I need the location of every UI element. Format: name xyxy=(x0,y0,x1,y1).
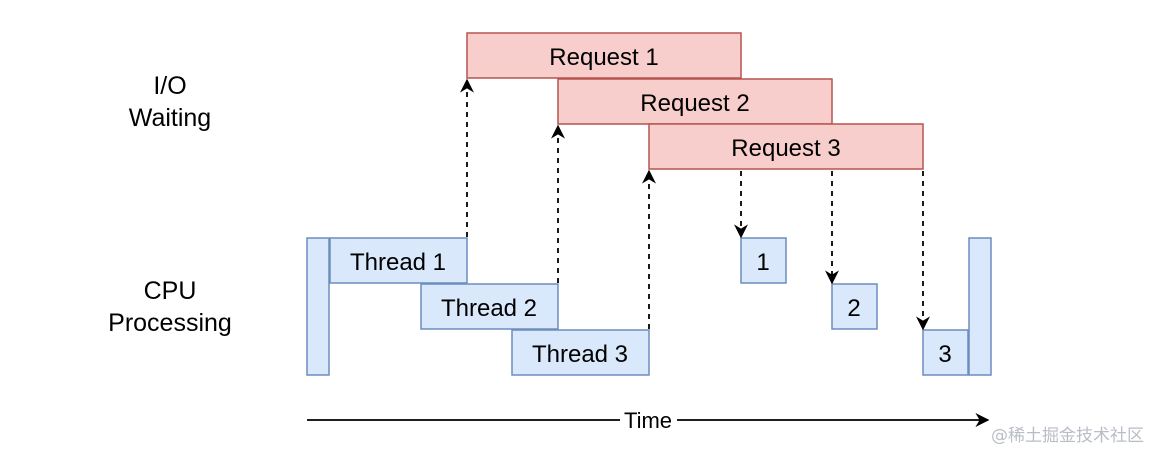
request-box-3: Request 3 xyxy=(648,123,924,170)
cpu-label-line2: Processing xyxy=(108,309,232,337)
callback-2-label: 2 xyxy=(847,295,860,322)
callback-1-label: 1 xyxy=(756,249,769,276)
io-label-line1: I/O xyxy=(153,72,187,100)
watermark: @稀土掘金技术社区 xyxy=(991,426,1144,446)
cpu-processing-label: CPU Processing xyxy=(85,275,255,339)
request-1-label: Request 1 xyxy=(549,44,658,71)
callback-3-label: 3 xyxy=(938,341,951,368)
thread-2-label: Thread 2 xyxy=(441,295,537,322)
thread-box-2: Thread 2 xyxy=(420,283,559,330)
thread-1-label: Thread 1 xyxy=(350,249,446,276)
request-box-2: Request 2 xyxy=(557,78,833,125)
thread-box-1: Thread 1 xyxy=(329,237,468,284)
request-3-label: Request 3 xyxy=(731,135,840,162)
request-2-label: Request 2 xyxy=(640,90,749,117)
io-label-line2: Waiting xyxy=(128,104,212,132)
callback-box-2: 2 xyxy=(831,283,878,330)
time-axis: Time xyxy=(307,408,990,433)
io-waiting-label: I/O Waiting xyxy=(100,70,240,134)
time-axis-label: Time xyxy=(624,408,672,433)
thread-3-label: Thread 3 xyxy=(532,341,628,368)
cpu-end-bar xyxy=(968,237,992,376)
callback-box-3: 3 xyxy=(922,329,969,376)
cpu-label-line1: CPU xyxy=(143,277,197,305)
thread-box-3: Thread 3 xyxy=(511,329,650,376)
callback-box-1: 1 xyxy=(740,237,787,284)
cpu-start-bar xyxy=(306,237,330,376)
request-box-1: Request 1 xyxy=(466,32,742,79)
